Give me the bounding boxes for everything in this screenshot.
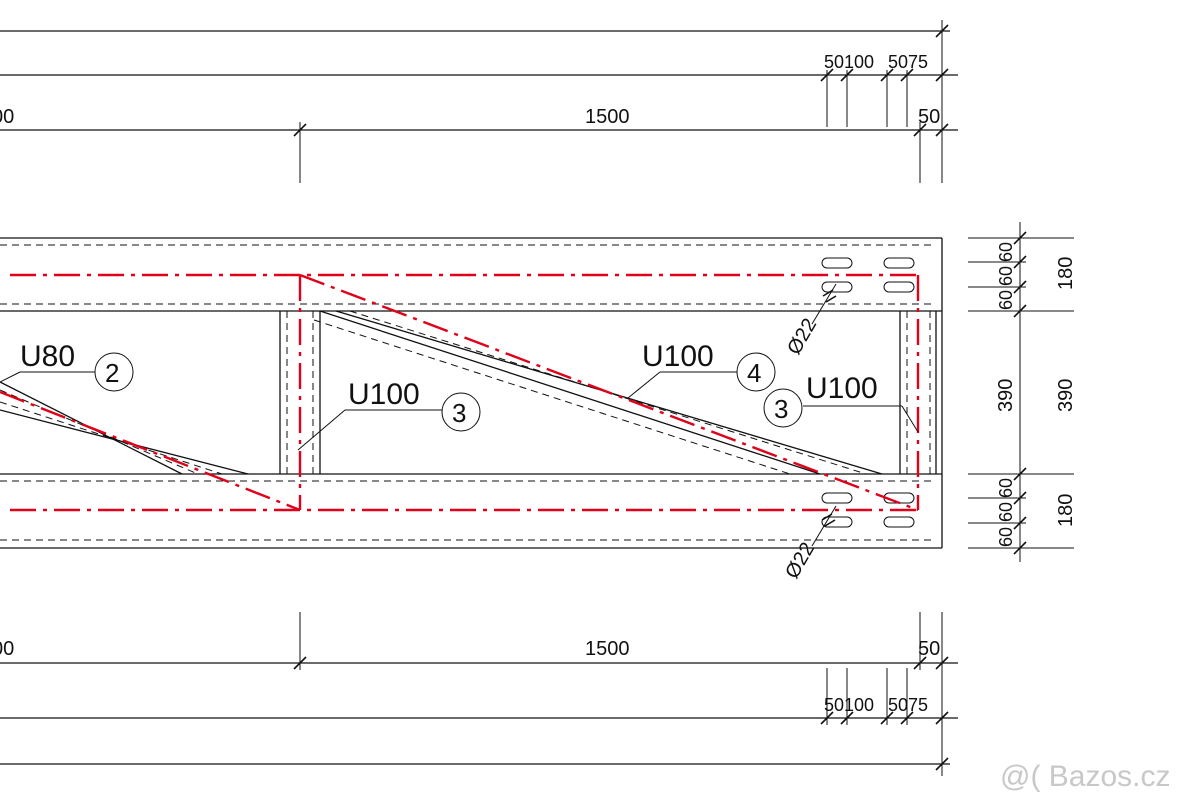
callout-circle-3-right (763, 388, 803, 428)
vertical-member-left (279, 311, 321, 474)
dim-side-bot-180: 180 (1055, 494, 1077, 527)
system-axes (0, 273, 920, 512)
vertical-member-right (899, 311, 937, 474)
dim-top-left-partial: 00 (0, 106, 14, 128)
dim-bottom-left-partial: 00 (0, 638, 14, 660)
dim-bottom-1500: 1500 (585, 638, 630, 660)
dim-side-top-60c: 60 (996, 290, 1016, 310)
member-labels: U80 2 U100 3 U100 4 U100 3 Ø22 Ø22 (0, 283, 919, 583)
dim-side-top-60b: 60 (996, 266, 1016, 286)
dim-side-bot-60a: 60 (996, 478, 1016, 498)
callout-number-3-right: 3 (774, 394, 788, 424)
label-u100-left: U100 (348, 378, 420, 411)
callout-circle-4 (736, 352, 776, 392)
label-bolt-bottom: Ø22 (781, 539, 819, 583)
dim-side-bot-60b: 60 (996, 502, 1016, 522)
callout-circle-3-left (441, 392, 481, 432)
callout-circle-2 (94, 352, 134, 392)
dim-top-1500: 1500 (585, 106, 630, 128)
dim-side-390-a: 390 (995, 379, 1017, 412)
dim-side-top-180: 180 (1055, 257, 1077, 290)
dim-side-top-60a: 60 (996, 242, 1016, 262)
side-dimensions: 60 60 60 180 390 390 60 60 60 180 (968, 222, 1077, 562)
callout-number-4: 4 (747, 358, 761, 388)
diagonal-member-left (0, 381, 249, 475)
dim-top-50100: 50100 (824, 52, 874, 72)
top-dimensions: 50100 5075 00 1500 50 (0, 20, 958, 183)
dim-bottom-50100: 50100 (824, 695, 874, 715)
dim-top-50: 50 (918, 106, 940, 128)
bottom-dimensions: 00 1500 50 50100 5075 (0, 612, 958, 776)
truss-body (0, 237, 943, 549)
dim-bottom-5075: 5075 (888, 695, 928, 715)
dim-side-bot-60c: 60 (996, 527, 1016, 547)
label-u100-right: U100 (806, 372, 878, 405)
dim-top-5075: 5075 (888, 52, 928, 72)
watermark: @( Bazos.cz (1000, 760, 1171, 793)
label-u100-diagonal: U100 (642, 340, 714, 373)
dim-bottom-50: 50 (918, 638, 940, 660)
label-u80: U80 (20, 340, 75, 373)
callout-number-2: 2 (105, 358, 119, 388)
callout-number-3-left: 3 (452, 398, 466, 428)
label-bolt-top: Ø22 (783, 315, 821, 359)
dim-side-390-b: 390 (1055, 379, 1077, 412)
